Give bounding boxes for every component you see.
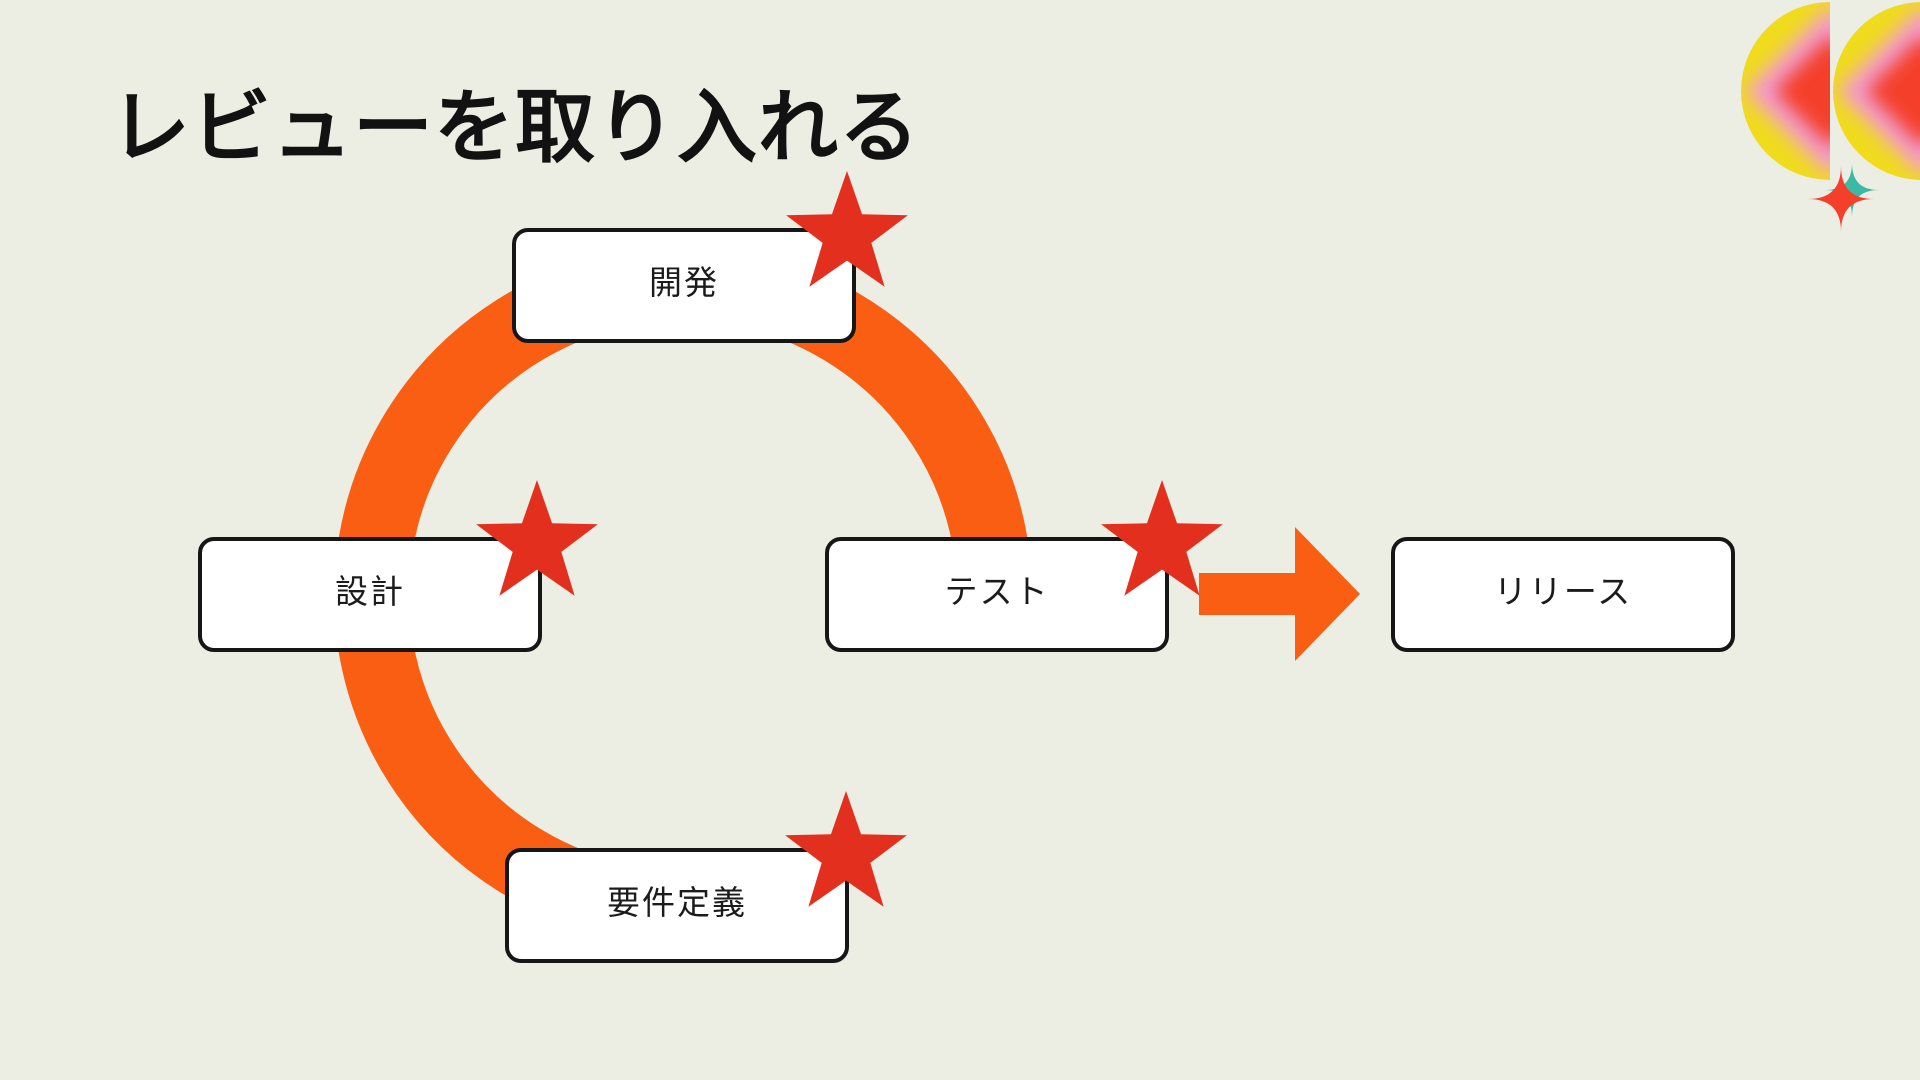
review-star-test-icon[interactable] [1092, 474, 1232, 614]
deco-sparkle-red-icon [1808, 166, 1874, 232]
step-label-requirements: 要件定義 [607, 882, 747, 922]
step-box-release[interactable]: リリース [1391, 537, 1735, 652]
star-shape [786, 171, 908, 287]
deco-half-circle-left [1741, 2, 1830, 180]
step-label-release: リリース [1493, 571, 1633, 611]
step-label-design: 設計 [335, 571, 405, 611]
slide-title: レビューを取り入れる [110, 81, 920, 174]
star-shape [476, 480, 598, 596]
review-star-requirements-icon[interactable] [776, 785, 916, 925]
star-shape [1101, 480, 1223, 596]
step-label-test: テスト [944, 571, 1050, 611]
review-star-design-icon[interactable] [467, 474, 607, 614]
flow-arrow-shape [1199, 527, 1360, 661]
step-box-development[interactable]: 開発 [512, 228, 856, 343]
step-box-requirements[interactable]: 要件定義 [505, 848, 849, 963]
deco-sparkle-teal-icon [1825, 163, 1879, 217]
brand-decoration [1741, 2, 1920, 232]
step-box-design[interactable]: 設計 [198, 537, 542, 652]
step-box-test[interactable]: テスト [825, 537, 1169, 652]
step-label-development: 開発 [649, 262, 719, 302]
review-star-development-icon[interactable] [777, 165, 917, 305]
star-shape [785, 791, 907, 907]
deco-half-circle-right [1833, 2, 1920, 180]
